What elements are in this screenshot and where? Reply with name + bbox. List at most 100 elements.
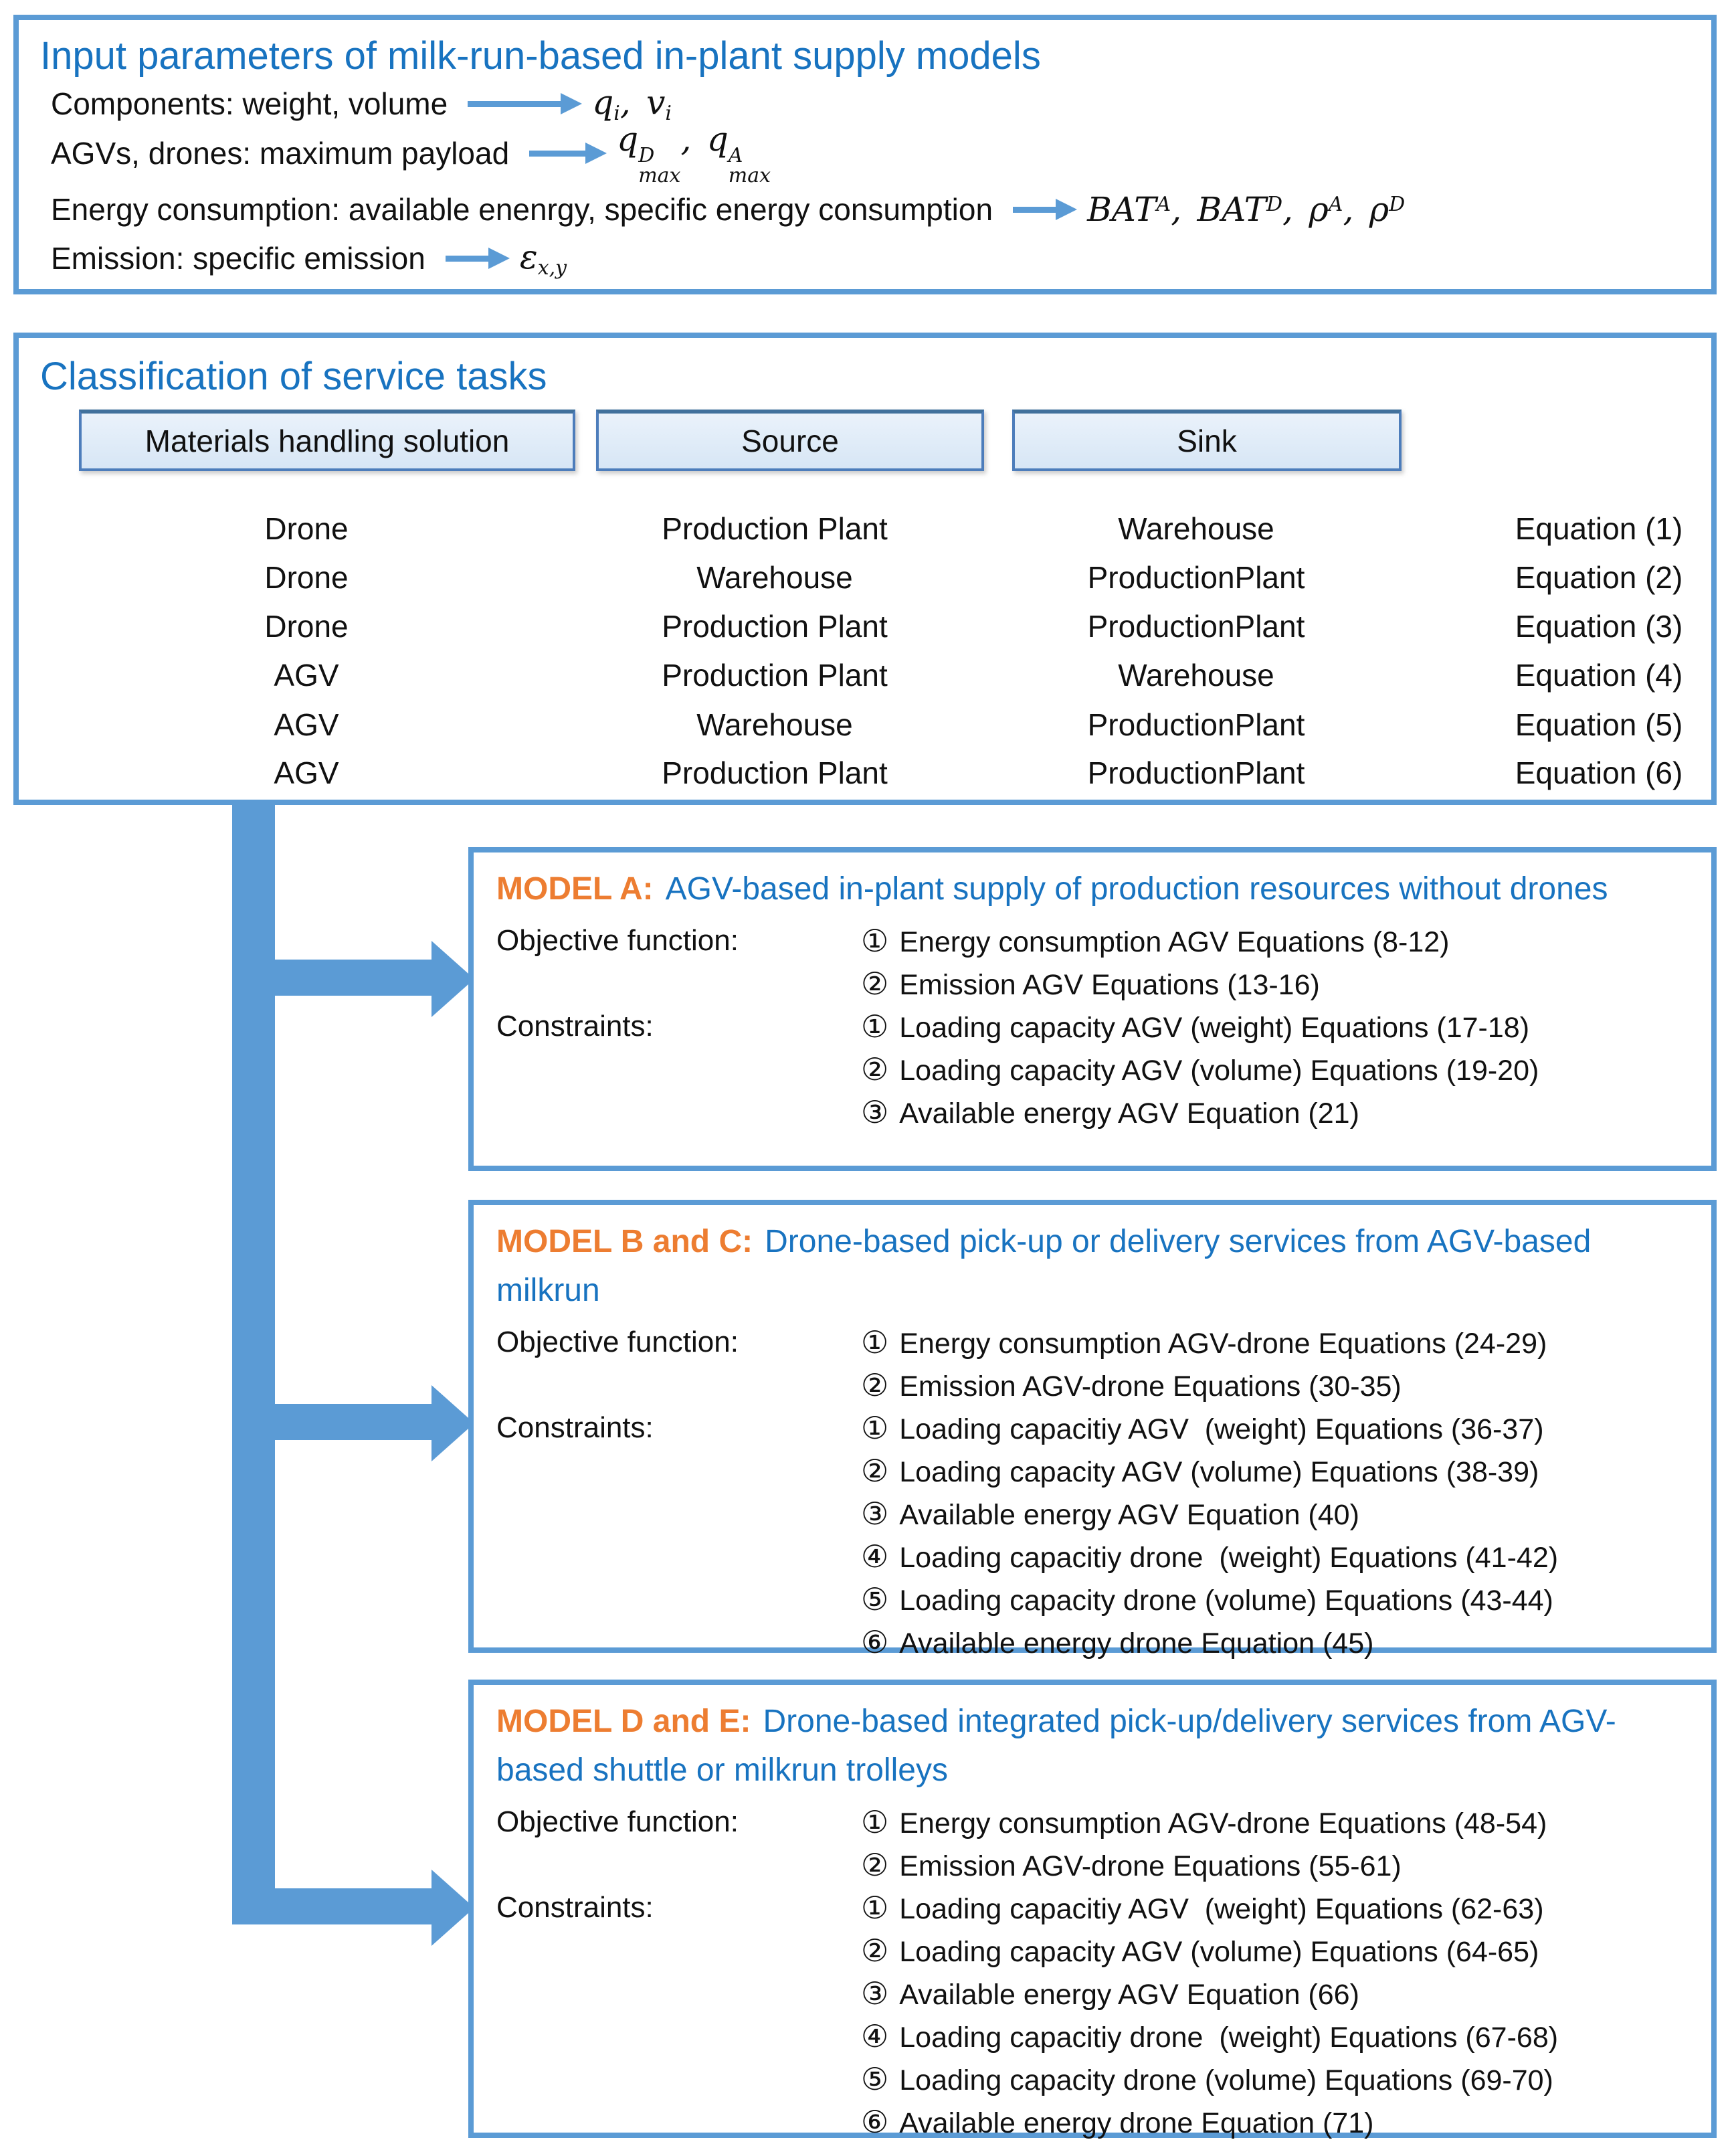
input-row-label: AGVs, drones: maximum payload (51, 136, 510, 171)
table-row: AGV Production Plant Warehouse Equation … (19, 654, 1711, 697)
item-text: Loading capacity AGV (weight) Equations … (899, 1012, 1530, 1044)
circled-number-icon: ③ (861, 1976, 889, 2011)
cell-equation: Equation (1) (1515, 511, 1683, 546)
math-var: ρ (1309, 190, 1329, 229)
item-text: Energy consumption AGV Equations (8-12) (899, 926, 1450, 958)
cell-sink: Warehouse (1118, 658, 1274, 693)
header-label: Sink (1177, 424, 1237, 458)
circled-number-icon: ① (861, 1009, 889, 1044)
item-text: Loading capacitiy AGV (weight) Equations… (899, 1413, 1544, 1445)
table-row: AGV Warehouse ProductionPlant Equation (… (19, 703, 1711, 746)
model-bc-title: MODEL B and C:Drone-based pick-up or del… (496, 1217, 1689, 1315)
item-text: Available energy drone Equation (45) (899, 1627, 1374, 1659)
circled-number-icon: ⑤ (861, 1582, 889, 1617)
math-sep: , (619, 82, 631, 122)
column-header-source: Source (596, 410, 984, 471)
input-row-energy: Energy consumption: available enenrgy, s… (51, 187, 1405, 232)
circled-number-icon: ② (861, 966, 889, 1001)
cell-solution: AGV (274, 707, 339, 742)
classification-title: Classification of service tasks (40, 355, 547, 398)
input-row-emission: Emission: specific emission εx,y (51, 236, 567, 280)
input-parameters-title: Input parameters of milk-run-based in-pl… (40, 34, 1041, 78)
math-var: BAT (1197, 190, 1266, 229)
list-item: ⑤ Loading capacity drone (volume) Equatio… (861, 1579, 1689, 1621)
item-text: Loading capacitiy drone (weight) Equatio… (899, 1542, 1559, 1574)
model-tag: MODEL A: (496, 871, 654, 907)
arrow-shaft-model-bc (275, 1404, 431, 1440)
math-sub: max (638, 164, 681, 188)
model-heading: Drone-based pick-up or delivery services… (496, 1224, 1592, 1308)
cell-solution: AGV (274, 755, 339, 790)
input-row-label: Energy consumption: available enenrgy, s… (51, 192, 993, 227)
item-text: Loading capacity AGV (volume) Equations … (899, 1936, 1539, 1968)
cell-source: Warehouse (696, 560, 853, 595)
math-sup: D (1389, 193, 1406, 216)
list-item: ① Energy consumption AGV-drone Equations … (861, 1322, 1689, 1364)
table-row: Drone Warehouse ProductionPlant Equation… (19, 556, 1711, 599)
cell-equation: Equation (3) (1515, 609, 1683, 644)
cell-source: Production Plant (662, 755, 888, 790)
model-heading: AGV-based in-plant supply of production … (665, 871, 1608, 907)
right-arrow-icon (445, 247, 510, 269)
math-sup: A (728, 143, 743, 167)
cell-source: Production Plant (662, 609, 888, 644)
cell-source: Warehouse (696, 707, 853, 742)
model-de-box: MODEL D and E:Drone-based integrated pic… (468, 1680, 1717, 2139)
model-a-title: MODEL A: AGV-based in-plant supply of pro… (496, 865, 1689, 913)
circled-number-icon: ② (861, 1848, 889, 1882)
math-sub: i (613, 101, 620, 125)
list-item: ③ Available energy AGV Equation (40) (861, 1493, 1689, 1536)
model-bc-box: MODEL B and C:Drone-based pick-up or del… (468, 1200, 1717, 1659)
cell-equation: Equation (5) (1515, 707, 1683, 742)
item-text: Energy consumption AGV-drone Equations (… (899, 1807, 1547, 1839)
math-var: ρ (1369, 190, 1389, 229)
model-heading: Drone-based integrated pick-up/delivery … (496, 1704, 1616, 1788)
table-row: Drone Production Plant Warehouse Equatio… (19, 507, 1711, 550)
cell-solution: Drone (264, 609, 349, 644)
item-text: Available energy AGV Equation (66) (899, 1979, 1359, 2011)
math-sep: , (1343, 190, 1354, 229)
right-arrow-icon (468, 92, 583, 114)
circled-number-icon: ① (861, 1325, 889, 1360)
arrow-shaft-model-a (275, 960, 431, 996)
header-label: Source (741, 424, 839, 458)
input-row-label: Components: weight, volume (51, 86, 448, 121)
circled-number-icon: ④ (861, 1539, 889, 1574)
table-row: AGV Production Plant ProductionPlant Equ… (19, 751, 1711, 794)
math-var: q (592, 82, 614, 122)
cell-source: Production Plant (662, 511, 888, 546)
cell-sink: ProductionPlant (1087, 755, 1305, 790)
circled-number-icon: ③ (861, 1496, 889, 1531)
list-item: ③ Available energy AGV Equation (66) (861, 1973, 1689, 2015)
model-tag: MODEL D and E: (496, 1704, 751, 1739)
item-text: Loading capacity drone (volume) Equation… (899, 1585, 1553, 1617)
math-sup: D (638, 143, 655, 167)
cell-solution: AGV (274, 658, 339, 693)
circled-number-icon: ⑤ (861, 2062, 889, 2096)
item-text: Energy consumption AGV-drone Equations (… (899, 1328, 1547, 1360)
objective-items: ① Energy consumption AGV-drone Equations … (861, 1322, 1689, 1407)
math-var: BAT (1087, 190, 1157, 229)
math-var: q (706, 120, 729, 159)
circled-number-icon: ② (861, 1453, 889, 1488)
constraints-label: Constraints: (496, 1891, 654, 1924)
cell-solution: Drone (264, 560, 349, 595)
table-row: Drone Production Plant ProductionPlant E… (19, 605, 1711, 648)
item-text: Available energy AGV Equation (40) (899, 1499, 1359, 1531)
math-sep: , (680, 120, 692, 159)
math-sup: D (1266, 193, 1283, 216)
connector-vertical-bar (232, 800, 275, 1924)
